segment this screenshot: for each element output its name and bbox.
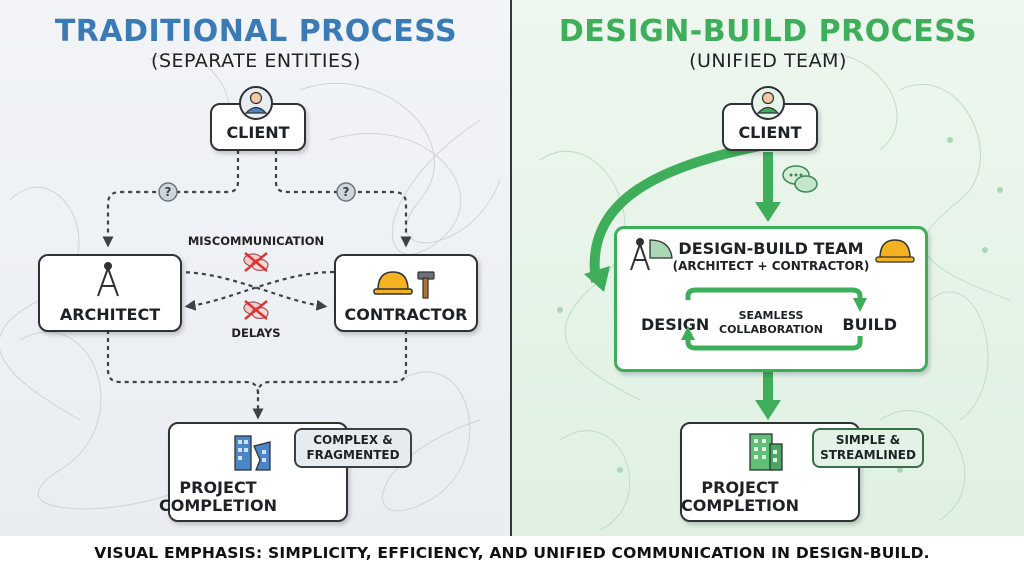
footer-caption: VISUAL EMPHASIS: SIMPLICITY, EFFICIENCY,…: [0, 536, 1024, 571]
callout-line1: COMPLEX &: [313, 433, 393, 447]
traditional-subtitle: (SEPARATE ENTITIES): [151, 50, 361, 72]
client-to-architect-arrow: [102, 150, 240, 248]
completion-label-line2: COMPLETION: [159, 496, 277, 515]
completion-label-line1: PROJECT: [179, 478, 257, 497]
seamless-collaboration-label: SEAMLESS COLLABORATION: [617, 309, 925, 337]
complex-fragmented-callout: COMPLEX & FRAGMENTED: [294, 428, 412, 468]
client-label: CLIENT: [738, 123, 802, 142]
traditional-completion-node: PROJECT COMPLETION: [159, 422, 348, 522]
team-label: DESIGN-BUILD TEAM: [678, 239, 864, 258]
question-icon-right: [336, 182, 356, 202]
callout-line2: STREAMLINED: [820, 448, 916, 462]
question-mark-right: ?: [342, 185, 350, 199]
seamless-line1: SEAMLESS: [738, 309, 804, 322]
callout-line2: FRAGMENTED: [306, 448, 400, 462]
completion-label-line2: COMPLETION: [681, 496, 799, 515]
traditional-connectors: [102, 150, 412, 420]
design-build-subtitle: (UNIFIED TEAM): [689, 50, 847, 72]
seamless-line2: COLLABORATION: [719, 323, 823, 336]
design-build-connectors: [584, 141, 781, 420]
miscommunication-label: MISCOMMUNICATION: [187, 234, 325, 248]
contractor-to-architect-arrow: [184, 270, 335, 311]
simple-streamlined-callout: SIMPLE & STREAMLINED: [812, 428, 924, 468]
client-label: CLIENT: [226, 123, 290, 142]
traditional-title: TRADITIONAL PROCESS: [54, 14, 458, 49]
crossed-chat-icon-bottom: [243, 300, 269, 320]
question-icon-left: [158, 182, 178, 202]
delays-label: DELAYS: [231, 326, 281, 340]
crossed-chat-icon-top: [243, 252, 269, 272]
contractor-to-completion-line: [256, 330, 408, 395]
design-build-client-node: CLIENT: [722, 103, 818, 151]
question-mark-left: ?: [164, 185, 172, 199]
completion-label-line1: PROJECT: [701, 478, 779, 497]
design-build-title: DESIGN-BUILD PROCESS: [558, 14, 978, 49]
architect-to-contractor-arrow: [177, 270, 328, 311]
design-build-team-node: DESIGN-BUILD TEAM (ARCHITECT + CONTRACTO…: [614, 226, 928, 372]
team-sublabel: (ARCHITECT + CONTRACTOR): [672, 259, 870, 273]
contractor-label: CONTRACTOR: [344, 305, 468, 324]
callout-line1: SIMPLE &: [835, 433, 901, 447]
architect-to-completion-arrow: [106, 330, 264, 420]
architect-label: ARCHITECT: [59, 305, 161, 324]
build-label: BUILD: [842, 315, 897, 334]
client-loop-arrow: [589, 141, 761, 283]
panel-divider: [510, 0, 512, 536]
client-to-contractor-arrow: [274, 150, 412, 248]
